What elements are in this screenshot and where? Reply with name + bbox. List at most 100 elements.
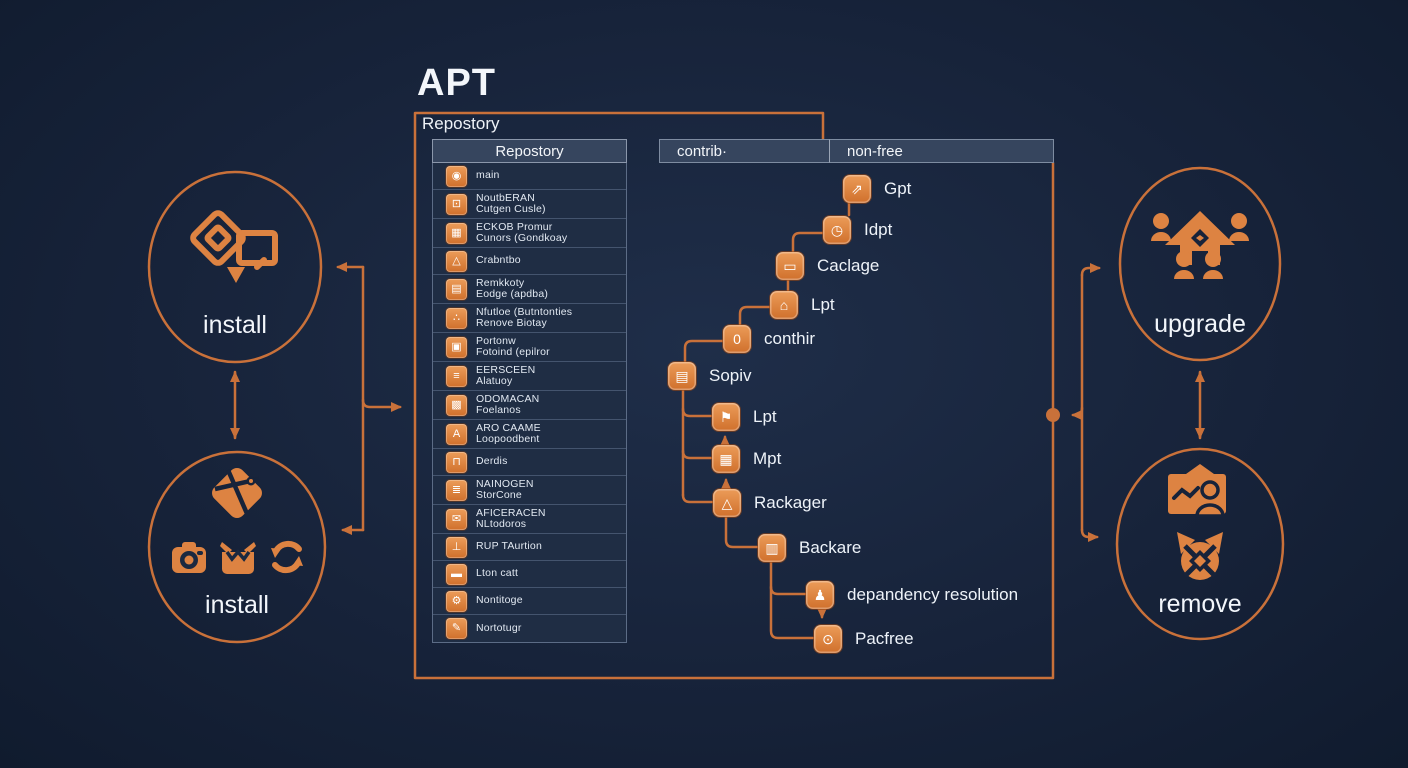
row-label: Crabntbo [476,254,521,267]
row-label: RUP TAurtion [476,540,543,553]
row-label: Nfutloe (Butntonties [476,305,573,318]
disc-icon: ◉ [446,165,467,187]
upgrade-label: upgrade [1154,310,1246,338]
flow-node: ◷ Idpt [823,216,892,244]
row-label: Derdis [476,455,508,468]
warning-icon: △ [713,489,741,517]
row-label: Nortotugr [476,621,522,634]
bench-icon: ⊓ [446,451,467,473]
row-label: Nontitoge [476,594,523,607]
flow-node: △Rackager [713,489,827,517]
row-label: NoutbERAN [476,191,535,204]
row-sublabel: StorCone [476,489,522,501]
truck-icon: ▭ [776,252,804,280]
flow-node: ▭ Caclage [776,252,879,280]
camera-icon [170,540,208,581]
row-label: ECKOB Promur [476,220,553,233]
row-label: Portonw [476,334,516,347]
row-sublabel: Renove Biotay [476,317,547,329]
flow-node-label: Idpt [864,220,893,239]
flow-node-label: Mpt [753,449,782,468]
card-icon: ▥ [758,534,786,562]
row-label: AFICERACEN [476,506,546,519]
junction-dot [1046,408,1060,422]
rows-icon: ≡ [446,365,467,387]
flow-node-label: Caclage [817,256,880,275]
table-icon: ▤ [668,362,696,390]
install-bottom-label: install [205,591,269,619]
flow-node-label: Backare [799,538,862,557]
row-sublabel: Eodge (apdba) [476,288,549,300]
gear-icon: ⚙ [446,590,467,612]
chart-bar-icon: ⊥ [446,536,467,558]
flow-node-label: Gpt [884,179,912,198]
row-sublabel: Cutgen Cusle) [476,203,546,215]
refresh-icon [268,538,306,581]
flow-node-label: depandency resolution [847,585,1019,604]
flow-node-label: Lpt [753,407,777,426]
flow-node-label: Pacfree [855,629,914,648]
house-people-icon [1150,193,1250,296]
row-sublabel: Cunors (Gondkoay [476,232,568,244]
row-sublabel: Fotoind (epilror [476,346,550,358]
row-label: ODOMACAN [476,392,540,405]
flow-node: ▤ Sopiv [668,362,752,390]
flow-node-label: Sopiv [709,366,752,385]
pen-icon: ✎ [446,618,467,639]
table-row: ✎ Nortotugr [433,615,626,642]
photo-person-icon [1160,462,1238,529]
flow-node: ▦ Mpt [712,445,781,473]
table-row: ▬Lton catt [433,561,626,588]
list-icon: ≣ [446,479,467,501]
row-label: NAINOGEN [476,477,534,490]
table-row: ⊓ Derdis [433,449,626,476]
flask-icon: △ [446,250,467,272]
repository-table-header: Repostory [432,139,627,163]
package-edit-icon [183,203,289,304]
row-label: ARO CAAME [476,421,541,434]
mail-icon: ✉ [446,508,467,530]
scatter-icon: ∴ [446,307,467,329]
row-sublabel: Foelanos [476,404,521,416]
row-sublabel: NLtodoros [476,518,527,530]
flow-node-label: Lpt [811,295,835,314]
table-row: ⊥ RUP TAurtion [433,534,626,561]
install-top-label: install [203,311,267,339]
flow-node: ⊙Pacfree [814,625,914,653]
flow-node: ⚑ Lpt [712,403,777,431]
header-non-free: non-free [829,139,1054,163]
flag-icon: ⚑ [712,403,740,431]
row-label: main [476,169,500,182]
row-label: EERSCEEN [476,363,536,376]
row-sublabel: Loopoodbent [476,433,540,445]
flow-node: 0 conthir [723,325,815,353]
flow-node: ⌂ Lpt [770,291,835,319]
package-icon [206,466,268,531]
clock-icon: ◷ [823,216,851,244]
page-title: APT [417,62,496,104]
pattern-icon: ▩ [446,394,467,416]
package-icon: ⌂ [770,291,798,319]
row-label: Remkkoty [476,276,525,289]
flow-node: ⇗Gpt [843,175,911,203]
table-row: ⚙ Nontitoge [433,588,626,615]
flow-node-label: conthir [764,329,816,348]
repository-box-label: Repostory [422,114,500,133]
pinwheel-icon [1167,528,1233,591]
flow-node: ♟ depandency resolution [806,581,1018,609]
zero-badge-icon: 0 [723,325,751,353]
grid-icon: ▦ [712,445,740,473]
person-icon: ♟ [806,581,834,609]
